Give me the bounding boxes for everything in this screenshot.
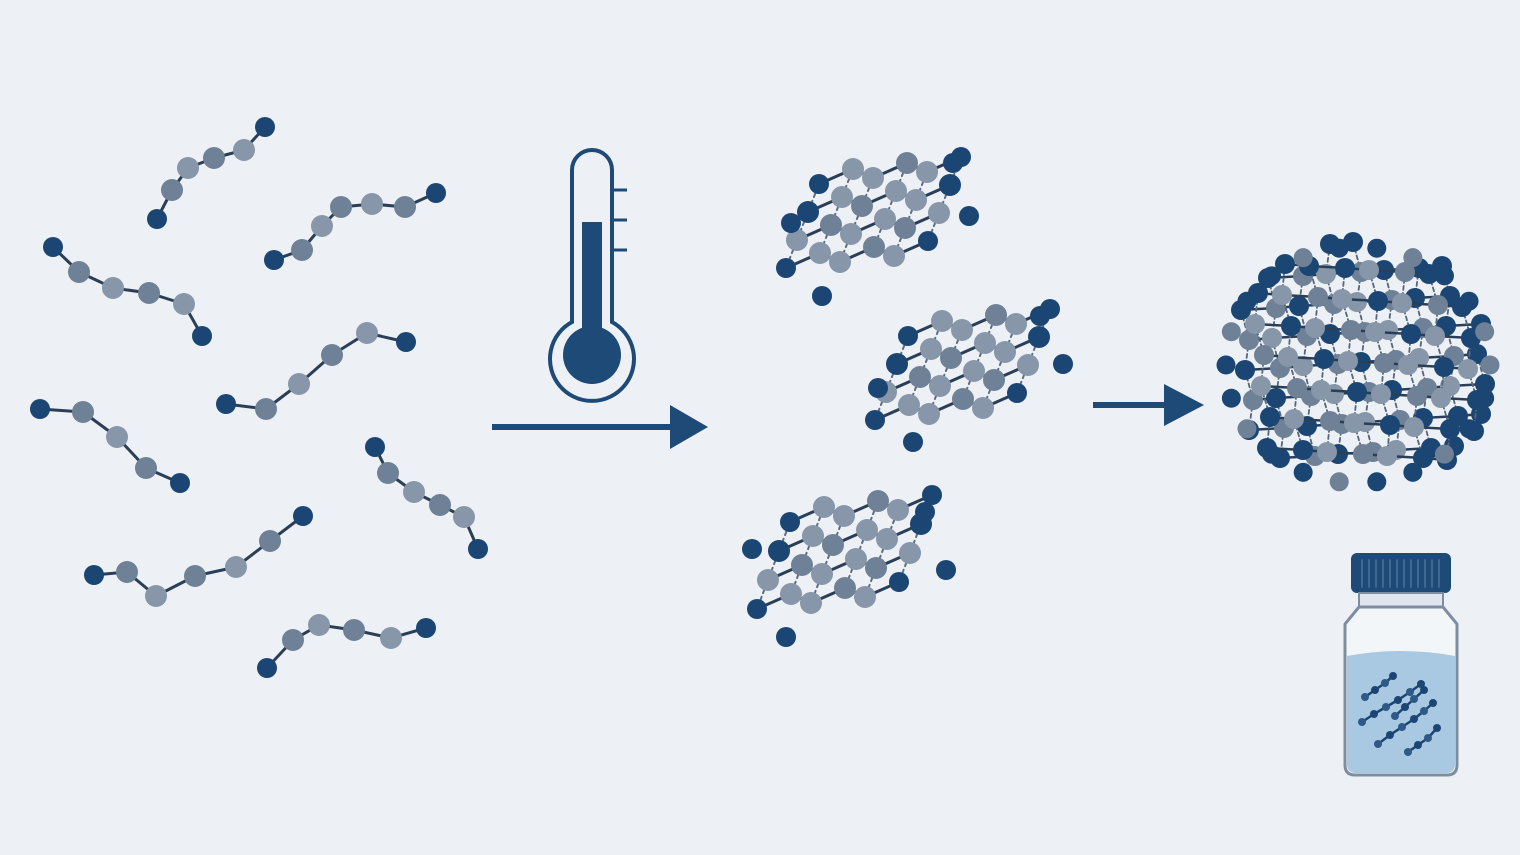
- dispersed-chain: [1358, 680, 1425, 726]
- thermometer-icon: [548, 148, 636, 403]
- dispersed-chain: [1374, 699, 1437, 748]
- polymer-chain: [84, 506, 313, 607]
- folded-lamellae: [742, 147, 1073, 647]
- vial-icon: [1343, 553, 1459, 777]
- dispersed-chain: [1391, 686, 1428, 720]
- polymer-chain: [216, 322, 416, 420]
- arrow-right-icon: [1093, 384, 1204, 426]
- heating-stage: [492, 148, 708, 449]
- crystalline-aggregate: [1216, 232, 1500, 492]
- lamella-crystal: [747, 485, 942, 619]
- free-polymer-chains: [30, 117, 488, 678]
- polymer-chain: [43, 237, 212, 346]
- polymer-chain: [257, 614, 436, 678]
- dispersed-chains: [1358, 672, 1441, 756]
- dispersed-chain: [1404, 724, 1441, 756]
- polymer-chain: [147, 117, 275, 229]
- polymer-chain: [264, 183, 446, 270]
- polymer-chain: [365, 437, 488, 559]
- arrow-right-icon: [492, 405, 708, 449]
- lamella-crystal: [776, 147, 971, 278]
- polymer-chain: [30, 399, 190, 493]
- dispersed-chain: [1361, 672, 1397, 701]
